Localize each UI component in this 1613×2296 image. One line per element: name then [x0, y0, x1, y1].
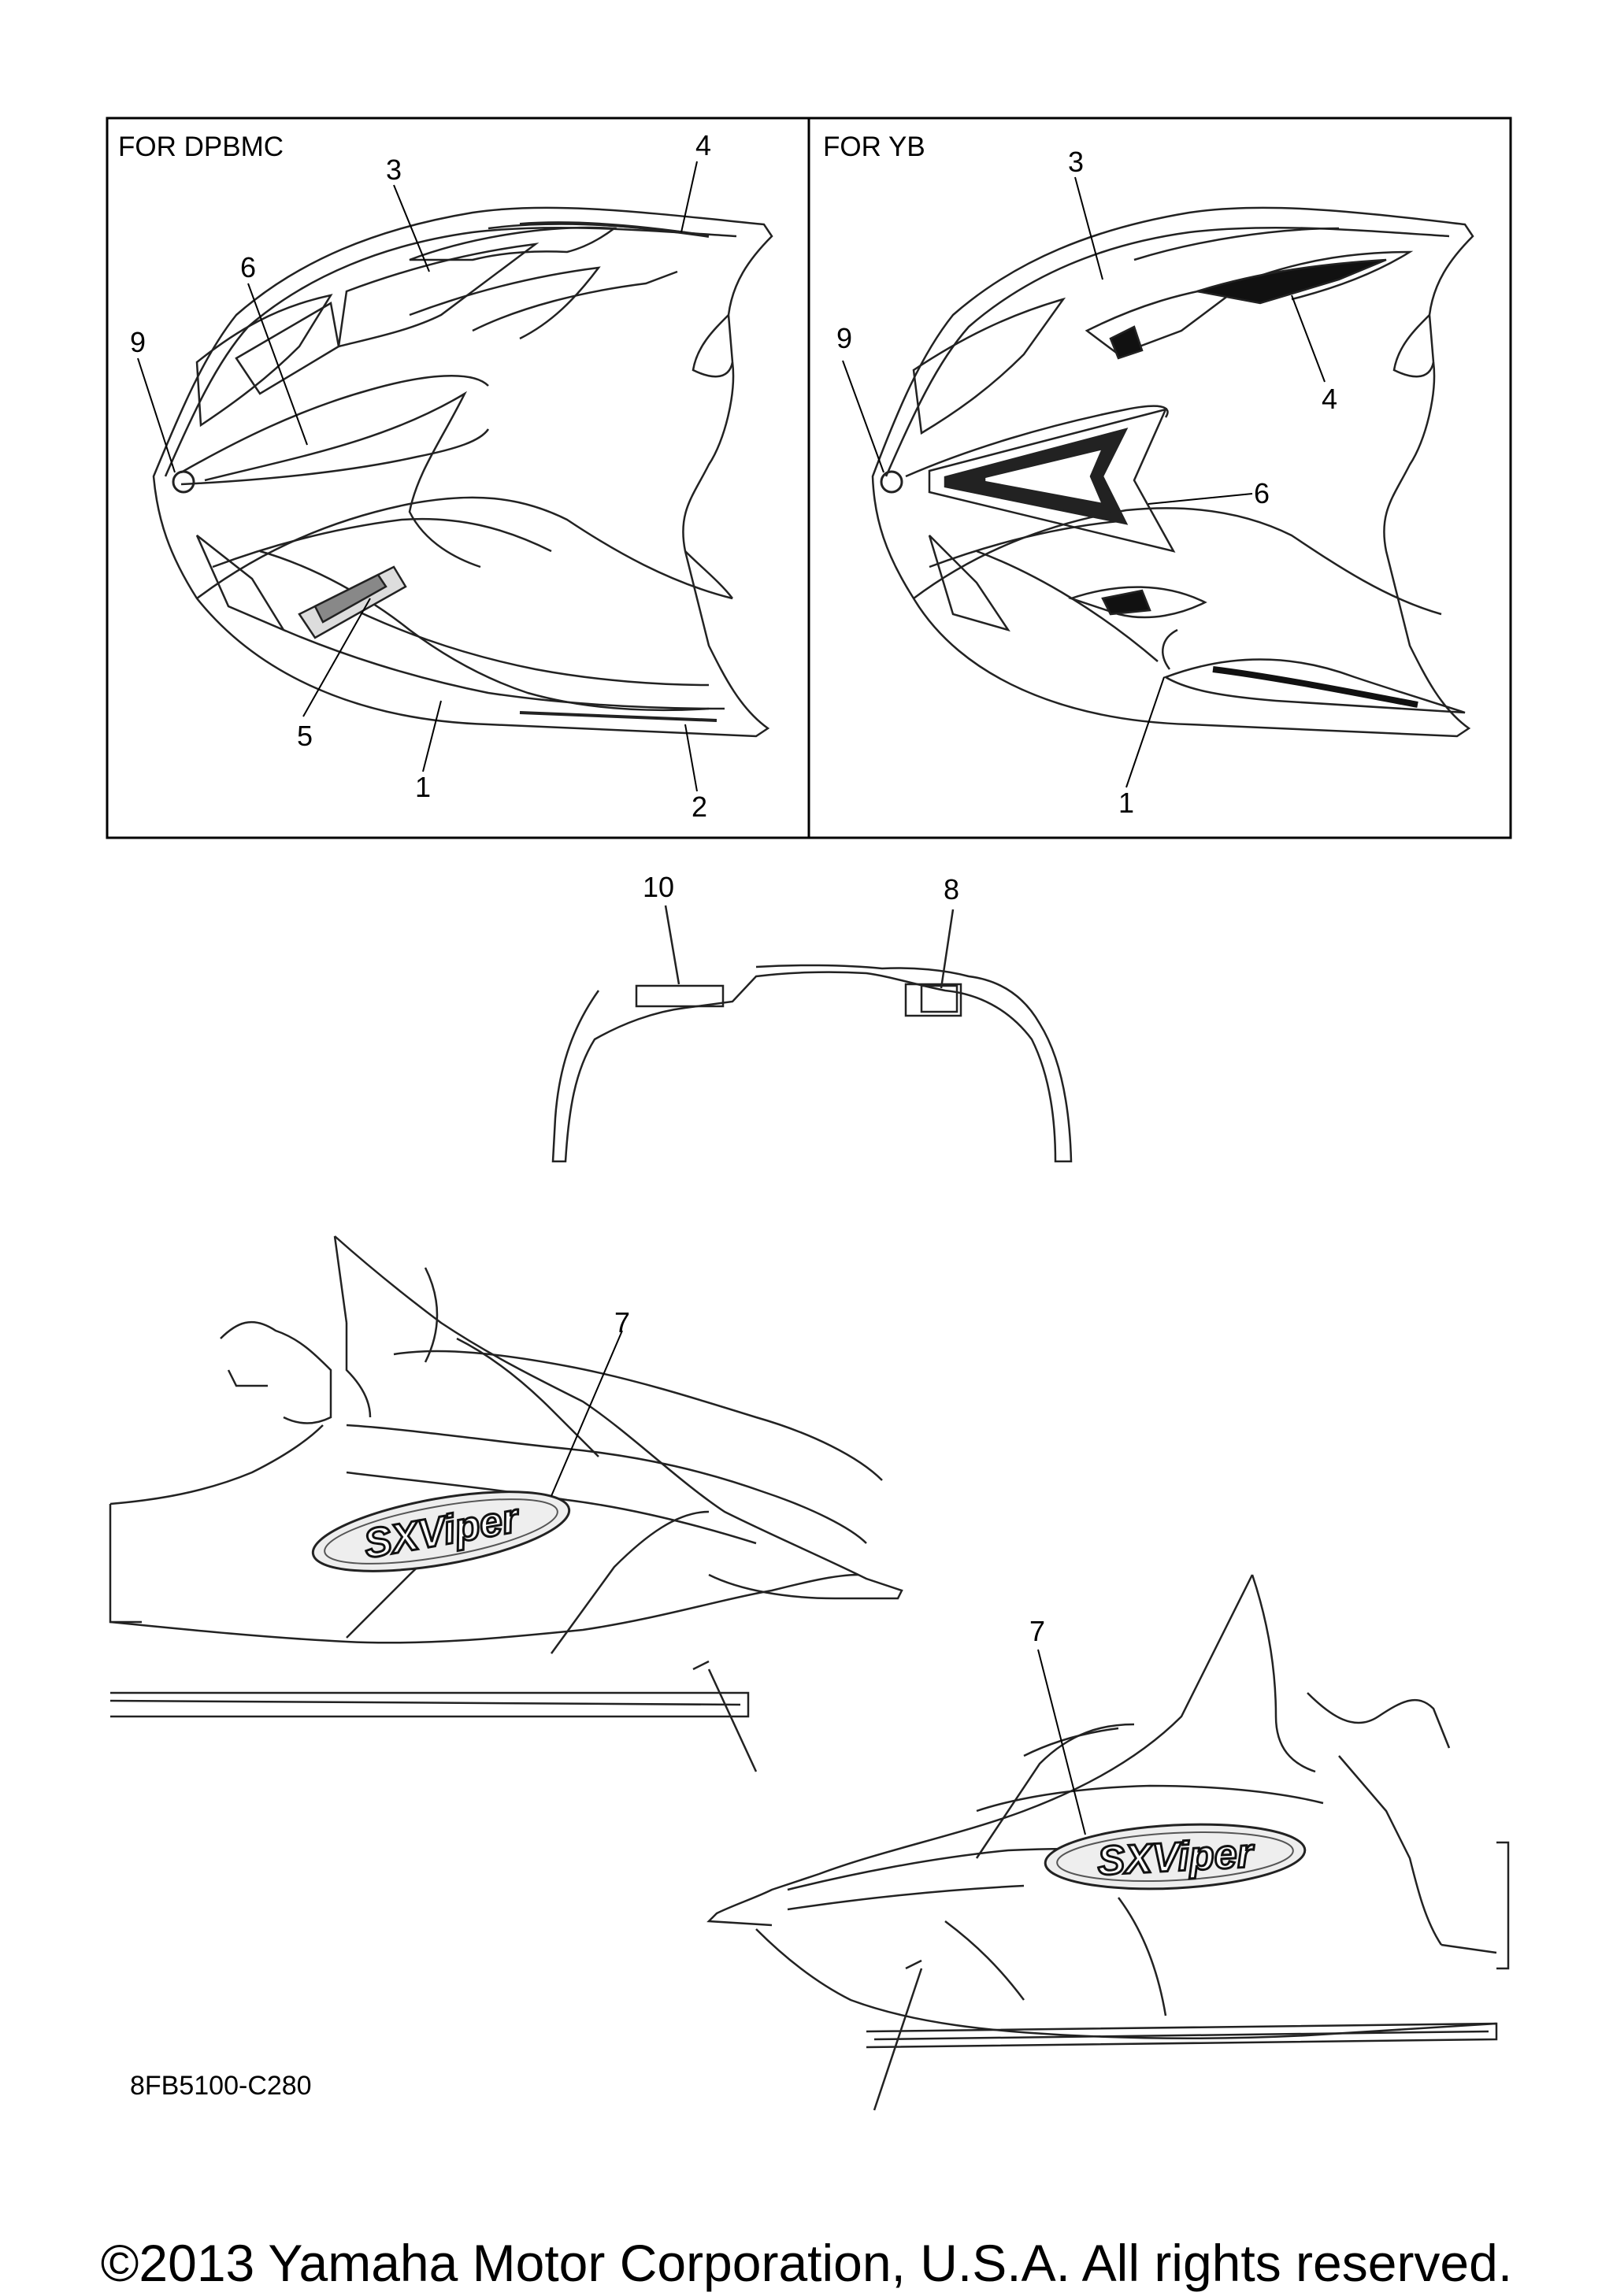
callout-left-9: 9: [129, 326, 146, 358]
leader-line-7a: [551, 1330, 623, 1497]
callout-left-4: 4: [695, 129, 712, 161]
copyright-notice: ©2013 Yamaha Motor Corporation, U.S.A. A…: [100, 2234, 1513, 2292]
callout-left-3: 3: [385, 154, 402, 186]
hood-right-drawing: [871, 206, 1474, 738]
callout-7-right-sled: 7: [1029, 1615, 1046, 1647]
panel-frames: [106, 117, 1512, 839]
callout-left-1: 1: [414, 771, 432, 803]
leader-line-7b: [1037, 1649, 1086, 1835]
diagram-code: 8FB5100-C280: [130, 2071, 312, 2101]
panel-title-yb: FOR YB: [823, 131, 925, 162]
hood-left-drawing: [152, 206, 773, 738]
callout-right-3: 3: [1067, 146, 1085, 178]
panel-title-dpbmc: FOR DPBMC: [118, 131, 284, 162]
callout-left-5: 5: [296, 720, 313, 752]
sled-left-drawing: [109, 1235, 903, 1772]
callout-7-left-sled: 7: [614, 1306, 631, 1339]
leader-lines: [137, 161, 1326, 792]
bracket-drawing: [551, 905, 1073, 1163]
callout-8: 8: [943, 873, 960, 905]
sxviper-decal-left: SXViper: [311, 1491, 571, 1572]
callout-10: 10: [642, 871, 675, 903]
sxviper-decal-right: SXViper: [1044, 1823, 1307, 1890]
callout-right-6: 6: [1253, 477, 1270, 509]
callout-right-4: 4: [1321, 383, 1338, 415]
callout-left-6: 6: [239, 251, 257, 283]
callout-left-2: 2: [691, 791, 708, 823]
callout-right-9: 9: [836, 322, 853, 354]
callout-right-1: 1: [1118, 787, 1135, 819]
decal-text-right: SXViper: [1096, 1831, 1256, 1884]
